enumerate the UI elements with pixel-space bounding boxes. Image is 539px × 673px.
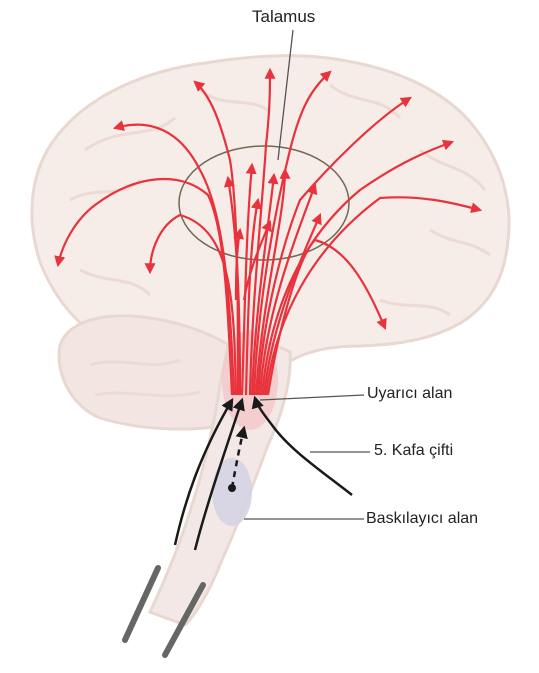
thalamus-label: Talamus (252, 8, 315, 25)
inhibitory-origin-dot (228, 484, 236, 492)
cranial-nerve-label: 5. Kafa çifti (374, 443, 453, 459)
activating-area-label: Uyarıcı alan (367, 386, 452, 402)
inhibitory-area-label: Baskılayıcı alan (366, 511, 478, 527)
